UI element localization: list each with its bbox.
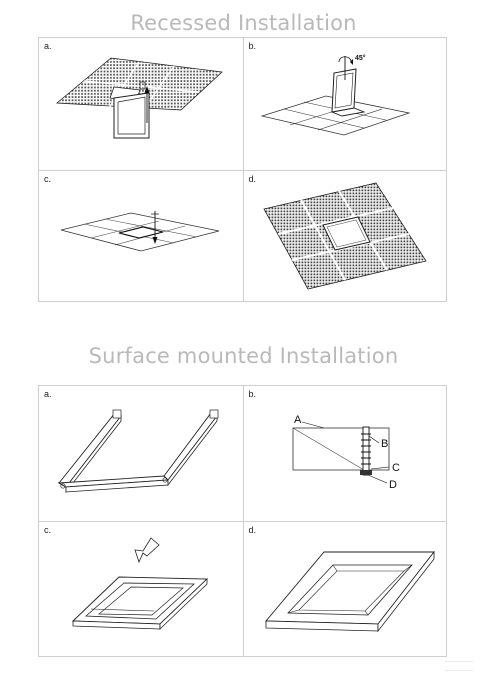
recessed-panel-d: d.: [242, 169, 446, 301]
recessed-panel-a: a.: [39, 38, 243, 170]
recessed-installation-title: Recessed Installation: [130, 11, 357, 35]
callout-a: A: [294, 414, 302, 426]
recessed-d-illustration: [262, 182, 427, 289]
surface-c-illustration: [71, 537, 209, 630]
recessed-installation-grid: a. b.: [38, 37, 447, 302]
surface-mounted-installation-grid: a. b.: [38, 385, 447, 657]
panel-label: b.: [248, 41, 257, 51]
surface-a-illustration: [57, 409, 219, 494]
panel-label: c.: [44, 173, 52, 184]
surface-d-illustration: [264, 550, 435, 633]
surface-panel-c: c.: [39, 521, 243, 656]
panel-label: d.: [248, 525, 257, 535]
panel-label: d.: [248, 173, 257, 184]
surface-b-illustration: A B C D: [292, 414, 400, 491]
recessed-a-illustration: [55, 57, 223, 139]
recessed-c-illustration: [60, 210, 220, 251]
rotation-angle-label: 45°: [355, 54, 366, 62]
recessed-b-illustration: 45°: [259, 54, 411, 136]
surface-panel-b: b. A B C D: [242, 386, 447, 521]
callout-d: D: [389, 479, 397, 491]
surface-panel-d: d.: [242, 521, 446, 656]
panel-label: b.: [248, 389, 257, 399]
panel-label: c.: [44, 525, 52, 535]
recessed-panel-c: c.: [39, 169, 243, 302]
surface-panel-a: a.: [39, 386, 243, 521]
surface-mounted-installation-title: Surface mounted Installation: [88, 344, 399, 368]
footer-decoration: [445, 661, 473, 671]
panel-label: a.: [44, 41, 52, 51]
callout-c: C: [392, 462, 400, 474]
recessed-panel-b: b. 45°: [242, 38, 447, 170]
panel-label: a.: [44, 389, 52, 399]
callout-b: B: [381, 438, 388, 450]
